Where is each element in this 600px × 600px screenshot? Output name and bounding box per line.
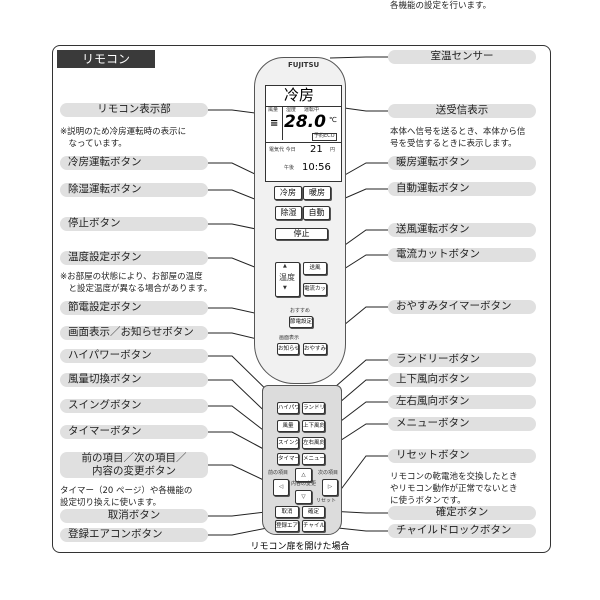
right-label-1: 送受信表示 xyxy=(388,104,536,118)
power-save-button[interactable]: 節電設定 xyxy=(289,316,313,328)
menu-button[interactable]: メニュー xyxy=(302,453,325,465)
right-label-13: チャイルドロックボタン xyxy=(388,524,536,538)
auto-button[interactable]: 自動 xyxy=(303,206,330,220)
left-label-6: 画面表示／お知らせボタン xyxy=(60,326,208,340)
display-time-label: 午後 xyxy=(284,165,295,171)
section-title: リモコン xyxy=(57,50,155,68)
hipower-button[interactable]: ハイパワー xyxy=(277,402,299,414)
laundry-button[interactable]: ランドリー xyxy=(302,402,325,414)
right-label-3: 自動運転ボタン xyxy=(388,182,536,196)
leftright-button[interactable]: 左右風向 xyxy=(302,437,325,449)
display-mode: 冷房 xyxy=(284,86,315,104)
left-note-0: ※説明のため冷房運転時の表示に なっています。 xyxy=(60,127,187,149)
right-label-6: おやすみタイマーボタン xyxy=(388,300,536,314)
left-label-4: 温度設定ボタン xyxy=(60,251,208,265)
updown-button[interactable]: 上下風向 xyxy=(302,420,325,432)
left-note-11: タイマー（20 ページ）や各機能の 設定切り換えに使います。 xyxy=(60,486,193,508)
right-label-8: 上下風向ボタン xyxy=(388,373,536,387)
right-note-10: 各機能の設定を行います。 xyxy=(390,1,492,11)
left-label-10: タイマーボタン xyxy=(60,425,208,439)
swing-button[interactable]: スイング xyxy=(277,437,299,449)
cancel-button[interactable]: 取消 xyxy=(275,506,299,518)
stop-button[interactable]: 停止 xyxy=(275,228,328,240)
display-status: 運転中 xyxy=(304,107,320,113)
left-note-4: ※お部屋の状態により、お部屋の温度 と設定温度が異なる場合があります。 xyxy=(60,272,213,294)
display-yen: 円 xyxy=(330,147,336,153)
diagram-frame xyxy=(52,45,551,553)
display-unit: ℃ xyxy=(329,116,337,124)
leader-line xyxy=(332,455,388,501)
display-time: 10:56 xyxy=(302,162,331,173)
left-label-2: 除湿運転ボタン xyxy=(60,183,208,197)
temp-down-label: ▼ xyxy=(283,285,287,291)
left-label-8: 風量切換ボタン xyxy=(60,373,208,387)
right-label-12: 確定ボタン xyxy=(388,506,536,520)
fan-speed-button[interactable]: 風量 xyxy=(277,420,299,432)
left-label-7: ハイパワーボタン xyxy=(60,349,208,363)
leader-line xyxy=(208,464,275,486)
left-label-5: 節電設定ボタン xyxy=(60,301,208,315)
display-temp: 28.0 xyxy=(284,112,326,132)
fan-button[interactable]: 送風 xyxy=(303,262,327,275)
cool-button[interactable]: 冷房 xyxy=(274,186,302,200)
left-button[interactable]: ◁ xyxy=(273,479,289,496)
right-label-9: 左右風向ボタン xyxy=(388,395,536,409)
display-eco: 予約ECO xyxy=(312,133,337,141)
right-label-11: リセットボタン xyxy=(388,449,536,463)
up-button[interactable]: △ xyxy=(295,468,312,482)
brand-logo: FUJITSU xyxy=(288,61,320,69)
display-cost: 21 xyxy=(310,144,323,155)
recommend-label: おすすめ xyxy=(290,308,311,314)
power-cut-button[interactable]: 電流カット xyxy=(303,283,327,296)
right-label-10: メニューボタン xyxy=(388,417,536,431)
change-label: 内容の変更 xyxy=(291,481,317,487)
temp-up-label: ▲ xyxy=(283,263,287,269)
heat-button[interactable]: 暖房 xyxy=(303,186,331,200)
temp-label: 温度 xyxy=(279,273,295,282)
notice-button[interactable]: お知らせ xyxy=(277,343,299,355)
display-cost-label: 電気代 今日 xyxy=(269,147,296,153)
display-fan: 風量 xyxy=(268,107,279,113)
right-label-4: 送風運転ボタン xyxy=(388,223,536,237)
remote-display: 冷房 風量 ≡ 湿度 運転中 28.0 ℃ 予約ECO 電気代 今日 21 円 … xyxy=(265,85,342,182)
next-label: 次の項目 xyxy=(318,470,339,476)
right-label-0: 室温センサー xyxy=(388,50,536,64)
left-label-11: 前の項目／次の項目／ 内容の変更ボタン xyxy=(60,452,208,478)
right-note-11: リモコンの乾電池を交換したとき やリモコン動作が正常でないとき に使うボタンです… xyxy=(390,472,518,506)
timer-button[interactable]: タイマー xyxy=(277,453,299,465)
right-label-5: 電流カットボタン xyxy=(388,248,536,262)
left-label-12: 取消ボタン xyxy=(60,509,208,523)
right-button[interactable]: ▷ xyxy=(322,479,338,496)
fan-level-icon: ≡ xyxy=(270,118,279,129)
left-label-13: 登録エアコンボタン xyxy=(60,528,208,542)
right-label-7: ランドリーボタン xyxy=(388,353,536,367)
prev-label: 前の項目 xyxy=(268,470,289,476)
caption: リモコン扉を開けた場合 xyxy=(250,542,350,552)
left-label-0: リモコン表示部 xyxy=(60,103,208,117)
right-note-1: 本体へ信号を送るとき、本体から信 号を受信するときに表示します。 xyxy=(390,127,526,149)
child-lock-button[interactable]: チャイルドロック xyxy=(302,520,325,532)
dry-button[interactable]: 除湿 xyxy=(275,206,302,220)
register-button[interactable]: 登録エアコン xyxy=(275,520,299,532)
screen-display-label: 画面表示 xyxy=(279,335,300,341)
display-humidity: 湿度 xyxy=(286,107,297,113)
left-label-3: 停止ボタン xyxy=(60,217,208,231)
down-button[interactable]: ▽ xyxy=(295,490,312,504)
left-label-1: 冷房運転ボタン xyxy=(60,156,208,170)
leader-line xyxy=(329,56,388,59)
right-label-2: 暖房運転ボタン xyxy=(388,156,536,170)
temp-button[interactable] xyxy=(275,262,300,297)
sleep-button[interactable]: おやすみ xyxy=(303,343,327,355)
reset-label: リセット xyxy=(316,498,337,504)
left-label-9: スイングボタン xyxy=(60,399,208,413)
ok-button[interactable]: 確定 xyxy=(302,506,325,518)
